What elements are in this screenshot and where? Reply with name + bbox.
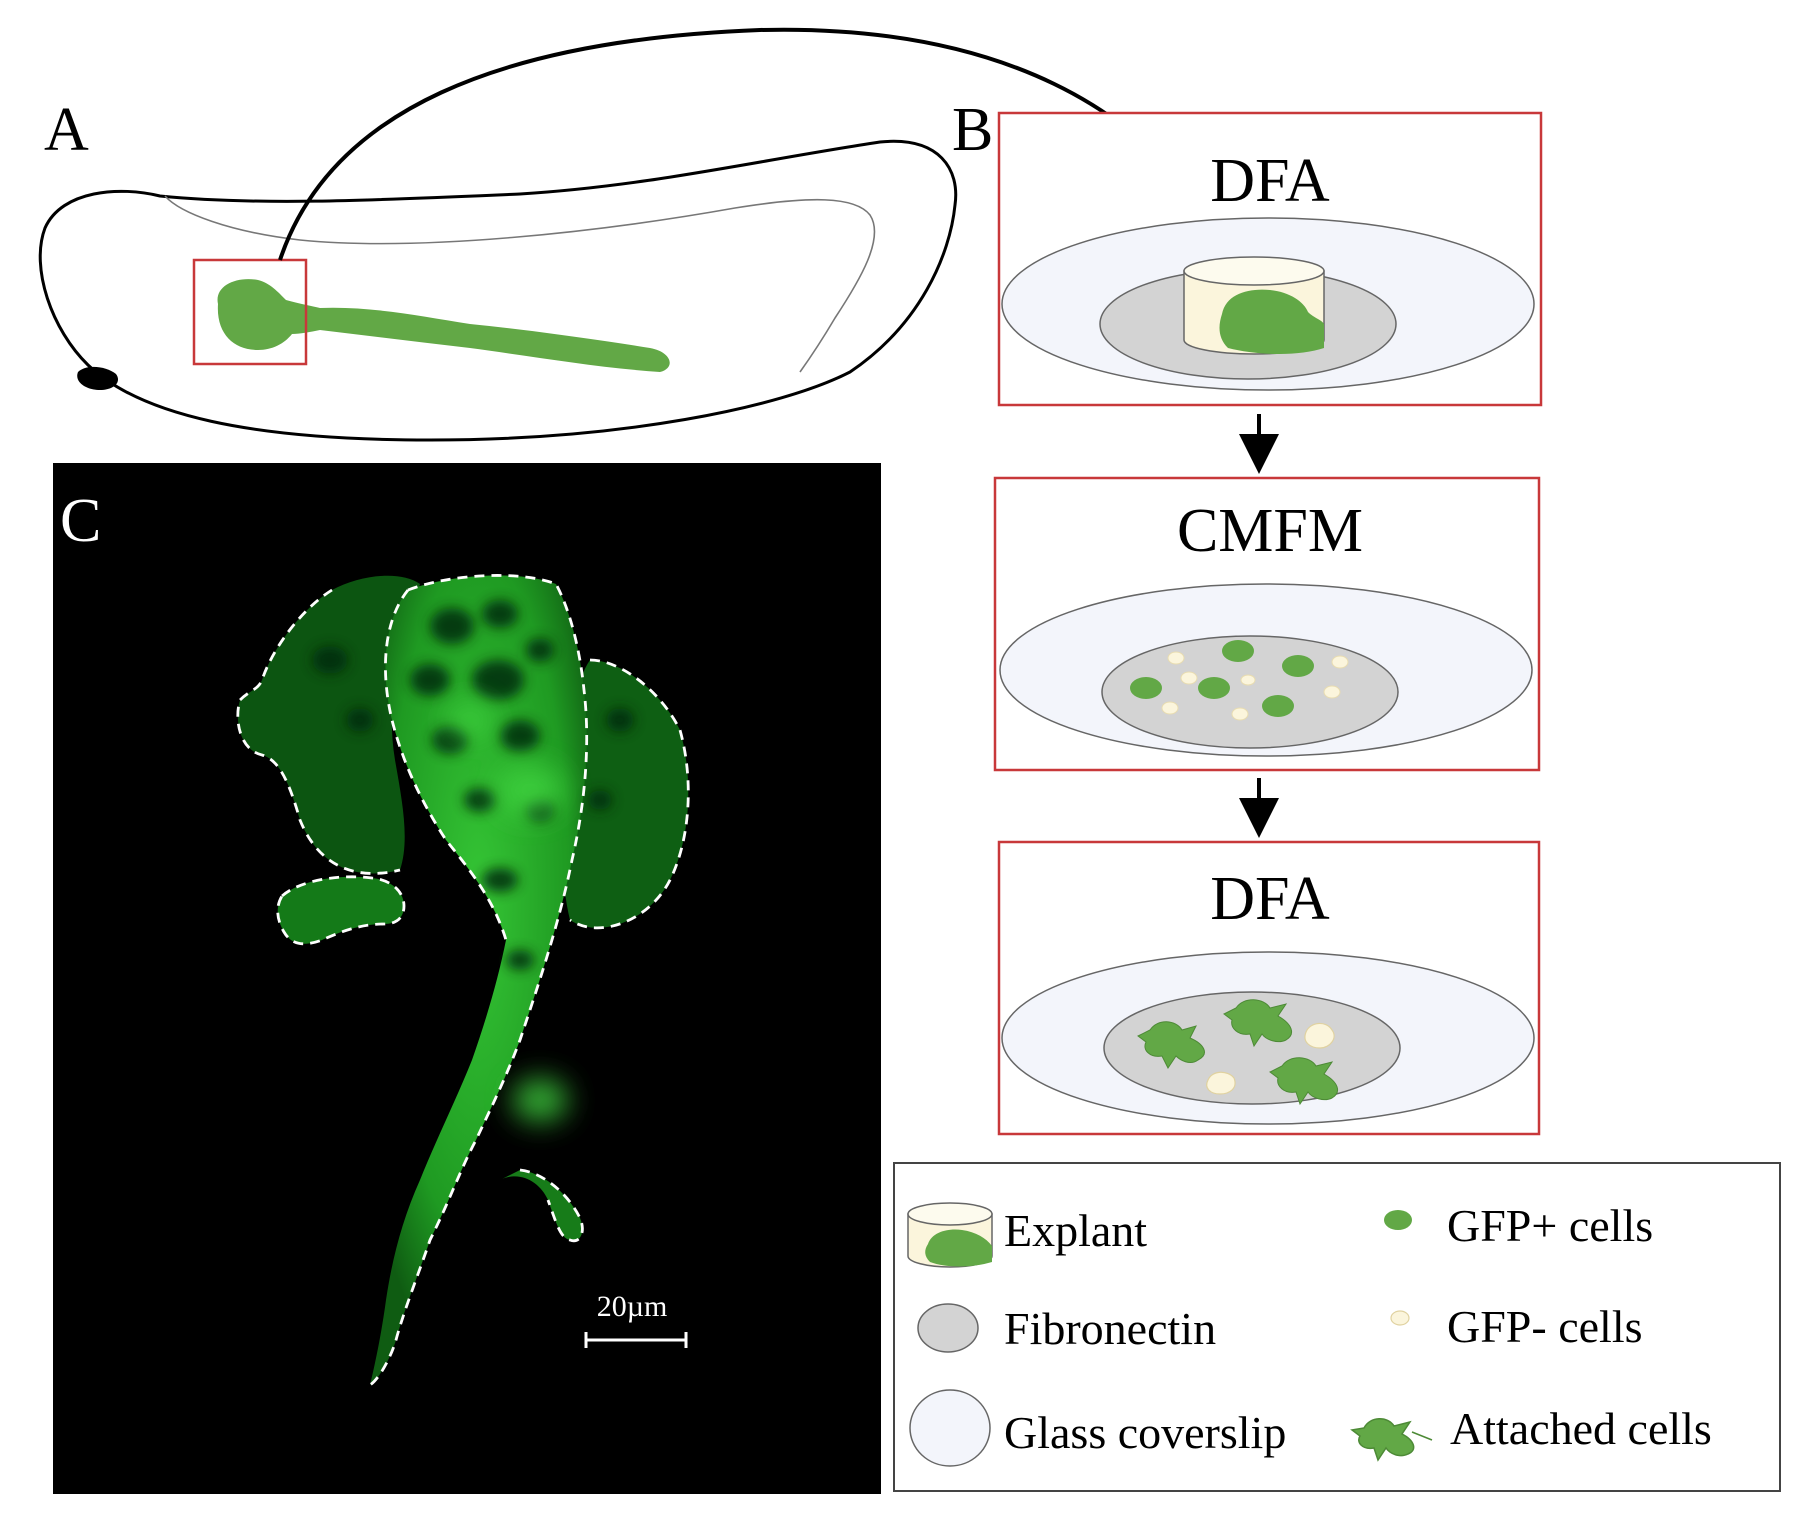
- legend-item-explant: Explant: [907, 1202, 1147, 1268]
- legend-label-coverslip: Glass coverslip: [1004, 1407, 1286, 1458]
- legend-frame: [893, 1162, 1781, 1492]
- panel-label-a: A: [44, 96, 89, 164]
- gfp-cell-arm: [277, 876, 404, 944]
- gfp-cell-left: [237, 575, 420, 874]
- embryo-eye: [77, 366, 119, 390]
- panel-b: B DFA CMFM: [952, 96, 1543, 1136]
- legend-item-coverslip: Glass coverslip: [909, 1389, 1286, 1467]
- scale-bar: 20µm: [584, 1290, 688, 1348]
- attached-cells: [1137, 999, 1339, 1106]
- step-title-3: DFA: [1210, 865, 1330, 933]
- cell-vacuoles: [312, 600, 634, 970]
- attached-cell-icon: [1350, 1418, 1433, 1462]
- legend-label-explant: Explant: [1004, 1205, 1147, 1256]
- panel-label-b: B: [952, 96, 993, 164]
- coverslip-icon: [909, 1389, 991, 1467]
- fibronectin-icon: [917, 1303, 979, 1353]
- legend-label-gfp-negative: GFP- cells: [1447, 1301, 1643, 1352]
- gfp-tissue-stripe: [217, 279, 670, 372]
- legend-item-gfp-negative: GFP- cells: [1390, 1301, 1643, 1352]
- gfp-cell-right: [562, 660, 689, 928]
- step-box-3: DFA: [997, 840, 1541, 1136]
- step-box-1: DFA: [997, 111, 1543, 407]
- legend-item-gfp-positive: GFP+ cells: [1384, 1200, 1653, 1251]
- panel-label-c: C: [60, 487, 101, 555]
- gfp-positive-cells: [1130, 640, 1314, 717]
- step-title-1: DFA: [1210, 147, 1330, 215]
- explant-cylinder: [1183, 256, 1325, 355]
- explant-icon: [907, 1202, 993, 1268]
- scale-bar-label: 20µm: [597, 1290, 668, 1323]
- legend-item-attached: Attached cells: [1350, 1403, 1712, 1462]
- gfp-negative-cells: [1206, 1022, 1335, 1095]
- cell-bright-spots: [448, 702, 568, 1122]
- gfp-negative-cells: [1161, 651, 1349, 721]
- embryo-outline: [38, 139, 958, 442]
- legend-label-gfp-positive: GFP+ cells: [1447, 1200, 1653, 1251]
- legend-label-attached: Attached cells: [1450, 1403, 1712, 1454]
- gfp-cell-cluster: [236, 574, 690, 1387]
- gfp-negative-icon: [1390, 1310, 1410, 1326]
- legend-label-fibronectin: Fibronectin: [1004, 1303, 1216, 1354]
- gfp-cell-tail: [500, 1170, 583, 1241]
- panel-c: C: [53, 463, 881, 1494]
- gfp-positive-icon: [1384, 1210, 1412, 1230]
- legend-item-fibronectin: Fibronectin: [917, 1303, 1216, 1354]
- step-title-2: CMFM: [1177, 497, 1363, 565]
- explant-region-box: [192, 258, 308, 366]
- step-box-2: CMFM: [993, 476, 1541, 772]
- cell-outlines: [236, 574, 690, 1387]
- embryo-inner-contour: [164, 195, 876, 373]
- legend: Explant GFP+ cells Fibronectin GFP- cell…: [893, 1162, 1781, 1492]
